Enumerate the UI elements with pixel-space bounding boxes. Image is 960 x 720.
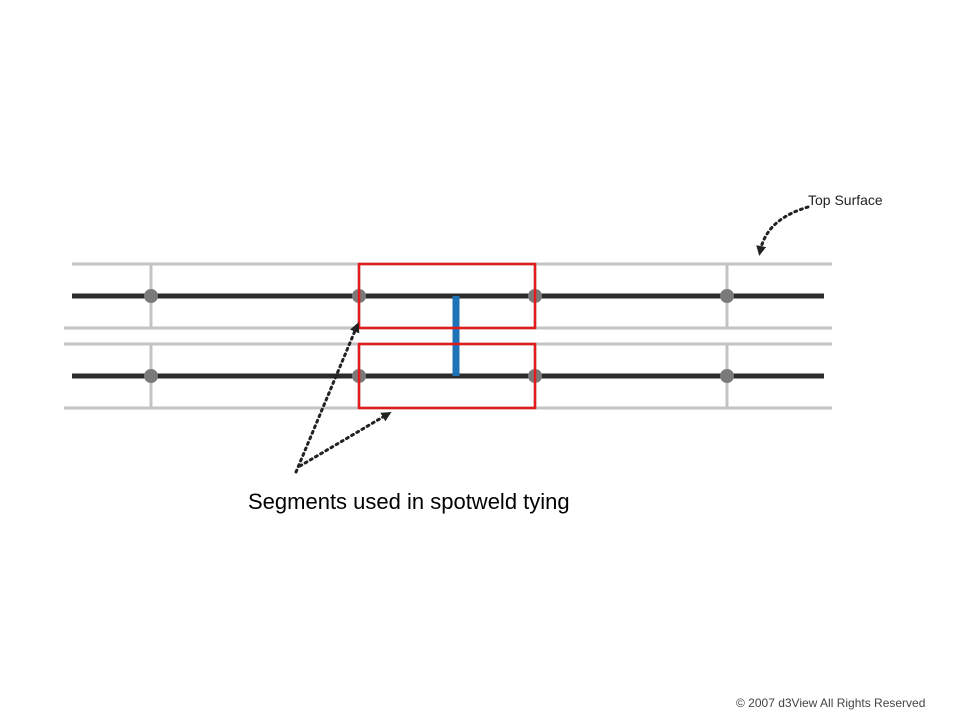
upper-segment-leader-arrow [294, 322, 360, 474]
copyright-notice: © 2007 d3View All Rights Reserved [736, 696, 926, 710]
segments-caption: Segments used in spotweld tying [248, 489, 570, 514]
node [720, 289, 734, 303]
node [720, 369, 734, 383]
lower-segment-box [357, 342, 537, 410]
nodes [144, 289, 734, 383]
lower-shell [64, 342, 832, 410]
top-surface-label: Top Surface [808, 192, 883, 208]
upper-segment-box [357, 262, 537, 330]
top-surface-leader-arrow [756, 205, 810, 256]
upper-shell [64, 262, 832, 330]
node [144, 369, 158, 383]
node [144, 289, 158, 303]
lower-segment-leader-arrow [298, 411, 392, 468]
